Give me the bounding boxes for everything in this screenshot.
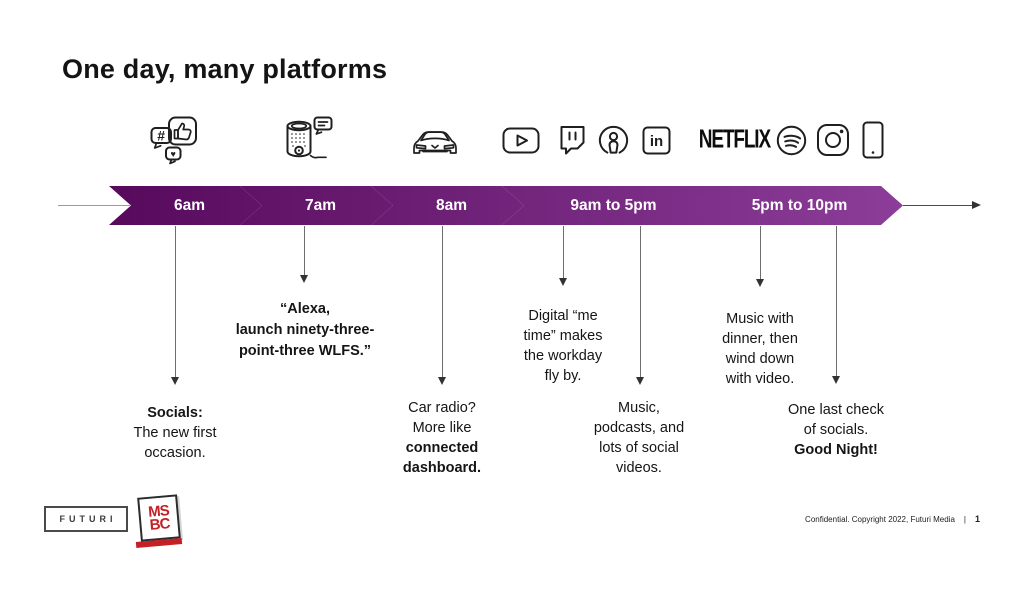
social-media-bubbles-icon: # ♥ [149,115,201,165]
timeline-segment-5pm-10pm: 5pm to 10pm [688,186,903,225]
page-number: 1 [974,514,980,524]
timeline-label: 9am to 5pm [570,196,657,214]
callout-line: videos. [616,460,662,476]
linkedin-icon: in [642,126,671,155]
callout-line: Socials: [147,405,203,421]
callout-music-podcasts: Music, podcasts, and lots of social vide… [569,398,709,478]
callout-line: fly by. [544,368,582,384]
callout-me-time: Digital “me time” makes the workday fly … [503,306,623,386]
connector-arrow-7am [300,226,308,283]
confidential-text: Confidential. Copyright 2022, Futuri Med… [805,514,955,524]
footer: Confidential. Copyright 2022, Futuri Med… [805,514,980,524]
connector-arrow-6am [171,226,179,385]
callout-line: dashboard. [402,460,482,476]
linkedin-glyph: in [650,133,663,150]
timeline-label: 6am [173,196,206,214]
callout-socials: Socials: The new first occasion. [105,403,245,463]
smart-speaker-icon [281,114,335,166]
callout-line: point-three WLFS.” [238,343,372,359]
hash-glyph: # [157,128,165,144]
twitch-icon [557,124,588,157]
spotify-icon [776,125,807,156]
callout-line: dinner, then [722,331,798,347]
callout-line: The new first [133,425,217,441]
callout-line: Music with [726,311,794,327]
msbc-logo: MS BC [137,494,181,542]
callout-line: occasion. [144,445,206,461]
callout-line: with video. [725,371,795,387]
callout-line: Digital “me [528,308,598,324]
callout-line: podcasts, and [593,420,685,436]
callout-line: Good Night! [794,442,878,458]
callout-line: “Alexa, [280,301,330,317]
connector-arrow-dinner [756,226,764,287]
callout-line: Car radio? [408,400,476,416]
callout-line: Music, [618,400,660,416]
callout-line: launch ninety-three- [235,322,375,338]
timeline-end-arrow [903,201,981,209]
timeline-label: 5pm to 10pm [751,196,848,214]
timeline-segment-9am-5pm: 9am to 5pm [502,186,717,225]
page-title: One day, many platforms [62,54,388,84]
callout-line: the workday [523,348,603,364]
connector-arrow-music [636,226,644,385]
futuri-logo-text: FUTURI [59,514,117,524]
smartphone-icon [862,121,884,159]
callout-car-radio: Car radio? More like connected dashboard… [372,398,512,478]
instagram-icon [816,123,850,157]
futuri-logo: FUTURI [44,506,128,532]
netflix-wordmark: NETFLIX [698,125,771,154]
timeline-label: 7am [304,196,337,214]
podcast-icon [597,124,630,157]
timeline-label: 8am [435,196,468,214]
callout-dinner: Music with dinner, then wind down with v… [700,309,820,389]
callout-line: lots of social [599,440,679,456]
callout-line: More like [412,420,472,436]
callout-last-check: One last check of socials. Good Night! [761,400,911,460]
callout-alexa: “Alexa, launch ninety-three- point-three… [215,299,395,362]
timeline-segment-7am: 7am [240,186,393,225]
connector-arrow-8am [438,226,446,385]
heart-glyph: ♥ [171,149,176,159]
msbc-logo-line2: BC [149,515,171,534]
timeline-start-line [58,205,130,206]
connector-arrow-lastcheck [832,226,840,384]
callout-line: One last check [788,402,884,418]
car-icon [409,122,461,160]
callout-line: connected [405,440,479,456]
callout-line: wind down [725,351,795,367]
footer-separator: | [963,514,966,524]
callout-line: of socials. [803,422,869,438]
timeline-segment-6am: 6am [109,186,262,225]
timeline-segment-8am: 8am [371,186,524,225]
youtube-icon [502,127,540,154]
callout-line: time” makes [523,328,603,344]
connector-arrow-metime [559,226,567,286]
